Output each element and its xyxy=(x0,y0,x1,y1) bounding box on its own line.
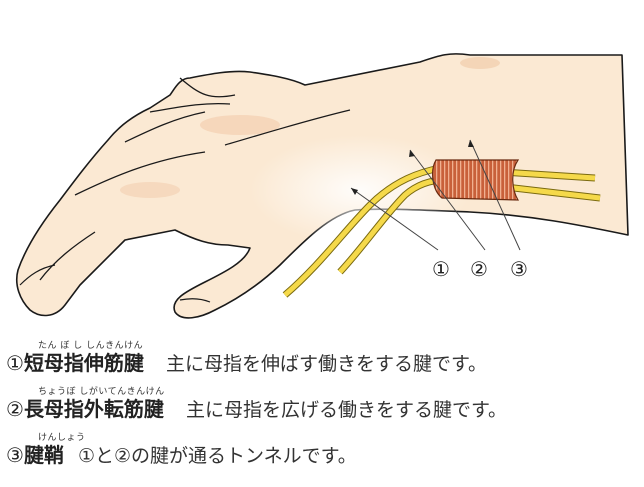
hand-outline xyxy=(15,53,629,319)
callout-2: ② xyxy=(470,257,488,281)
legend-description: 主に母指を伸ばす働きをする腱です。 xyxy=(165,353,488,375)
legend-description: 主に母指を広げる働きをする腱です。 xyxy=(185,399,508,421)
ruby-text: ちょうぼ しがいてんきんけん xyxy=(38,387,165,397)
leader-lines xyxy=(350,139,521,251)
legend-term: 短母指伸筋腱 xyxy=(23,351,144,375)
legend-number: ① xyxy=(6,351,24,375)
legend-term: 長母指外転筋腱 xyxy=(23,397,164,421)
tendon-sheath xyxy=(432,159,520,201)
legend-number: ③ xyxy=(6,443,24,467)
ruby-text: けんしょう xyxy=(38,433,86,443)
callout-3: ③ xyxy=(510,257,528,281)
legend-number: ② xyxy=(6,397,24,421)
ruby-text: たん ぼ し しんきんけん xyxy=(38,341,144,351)
legend: たん ぼ し しんきんけん ①短母指伸筋腱主に母指を伸ばす働きをする腱です。 ち… xyxy=(6,338,642,476)
callout-1: ① xyxy=(432,257,450,281)
legend-item-1: たん ぼ し しんきんけん ①短母指伸筋腱主に母指を伸ばす働きをする腱です。 xyxy=(6,338,642,384)
legend-item-3: けんしょう ③腱鞘 ①と②の腱が通るトンネルです。 xyxy=(6,430,642,476)
legend-term: 腱鞘 xyxy=(23,443,64,467)
legend-description: ①と②の腱が通るトンネルです。 xyxy=(77,445,357,467)
hand-tendon-illustration: ① ② ③ xyxy=(15,53,629,319)
legend-item-2: ちょうぼ しがいてんきんけん ②長母指外転筋腱主に母指を広げる働きをする腱です。 xyxy=(6,384,642,430)
